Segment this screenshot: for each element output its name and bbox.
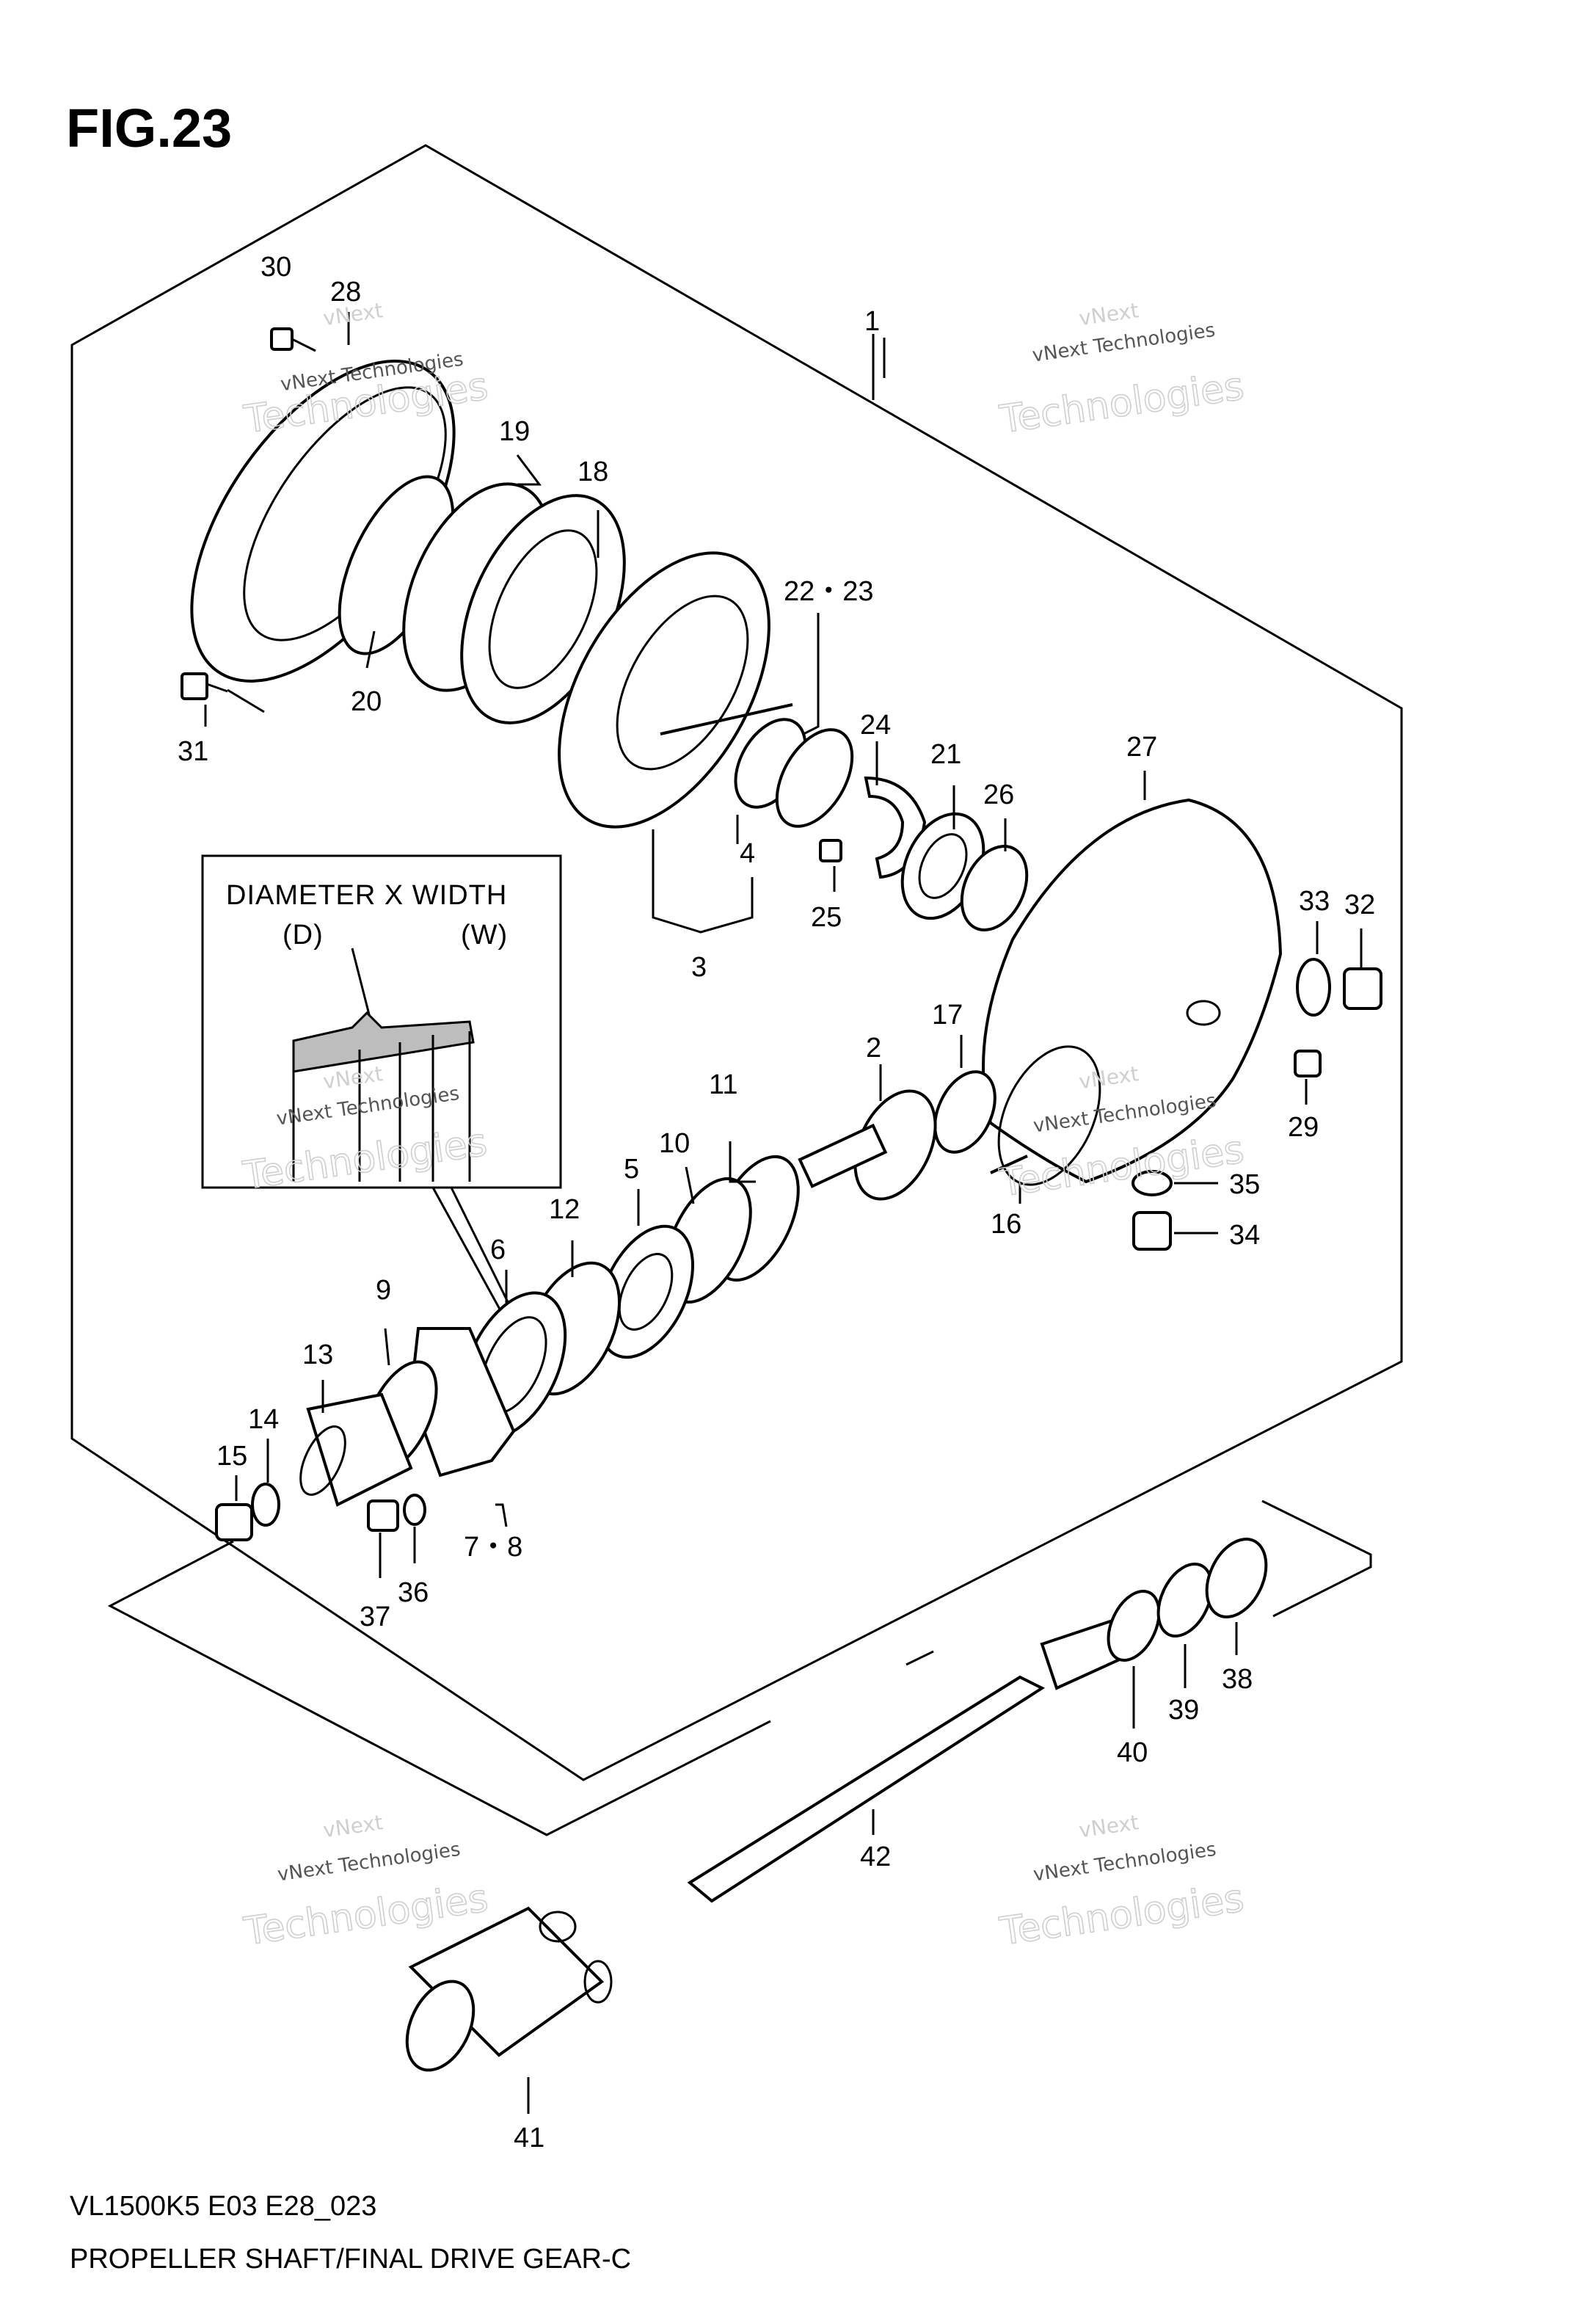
callout-19: 19 (499, 416, 530, 447)
callout-38: 38 (1222, 1664, 1253, 1695)
dimension-inset: DIAMETER X WIDTH (D) (W) (201, 854, 562, 1322)
part-13-coupling (299, 1392, 413, 1507)
part-30-bolt (270, 327, 316, 352)
figure-title: FIG.23 (66, 98, 232, 159)
callout-17: 17 (932, 1000, 963, 1030)
model-code: VL1500K5 E03 E28_023 (70, 2191, 376, 2222)
part-2-pinion-gear (798, 1089, 937, 1201)
callout-27: 27 (1126, 732, 1157, 763)
part-15-nut (215, 1503, 253, 1541)
callout-30: 30 (260, 252, 291, 283)
lower-assembly-frame (107, 1499, 1372, 1836)
part-31-bolt (181, 672, 228, 700)
svg-text:vNext: vNext (321, 1810, 385, 1842)
watermark-top-right: vNext vNext Technologies Technologies (996, 298, 1247, 443)
callout-11: 11 (709, 1069, 737, 1100)
callout-1: 1 (864, 306, 880, 337)
part-17-bearing (933, 1070, 996, 1154)
part-32-plug (1343, 967, 1382, 1010)
svg-text:vNext: vNext (1077, 1810, 1140, 1842)
leader-lines (204, 312, 1363, 2114)
callout-21: 21 (930, 739, 961, 770)
part-41-universal-joint (405, 1906, 613, 2072)
callout-6: 6 (490, 1235, 506, 1265)
part-33-washer (1296, 958, 1331, 1017)
part-36-washer (403, 1494, 426, 1526)
callout-26: 26 (983, 779, 1014, 810)
callout-33: 33 (1299, 886, 1330, 917)
part-35-washer (1132, 1170, 1173, 1196)
callout-2: 2 (866, 1033, 881, 1064)
callout-18: 18 (577, 457, 608, 487)
callout-40: 40 (1117, 1737, 1148, 1768)
callout-32: 32 (1344, 890, 1375, 920)
part-40-39-38-rings (1107, 1538, 1268, 1662)
part-26-seal (960, 845, 1029, 931)
svg-text:Technologies: Technologies (241, 1876, 491, 1954)
inset-label-d: (D) (283, 920, 324, 950)
callout-28: 28 (330, 277, 361, 308)
part-4-22-23-shims (734, 718, 854, 828)
callout-42: 42 (860, 1842, 891, 1872)
svg-text:vNext: vNext (1077, 298, 1140, 330)
callout-3: 3 (691, 952, 707, 983)
callout-13: 13 (302, 1339, 333, 1370)
callout-34: 34 (1229, 1220, 1260, 1251)
callout-35: 35 (1229, 1169, 1260, 1200)
callout-24: 24 (860, 710, 891, 741)
callout-5: 5 (624, 1154, 639, 1185)
svg-text:Technologies: Technologies (997, 364, 1247, 442)
watermark-bottom-right: vNext vNext Technologies Technologies (996, 1810, 1247, 1955)
part-34-bolt (1132, 1211, 1172, 1251)
callout-10: 10 (659, 1128, 690, 1159)
callout-31: 31 (178, 736, 208, 767)
inset-heading: DIAMETER X WIDTH (226, 880, 507, 911)
callout-41: 41 (514, 2123, 544, 2153)
svg-text:vNext Technologies: vNext Technologies (1031, 319, 1217, 367)
part-29-plug (1294, 1050, 1322, 1077)
part-42-propeller-shaft (687, 1613, 1140, 1903)
callout-25: 25 (811, 902, 842, 933)
callouts: 1 2 3 4 5 6 7・8 9 10 11 12 13 14 15 16 1… (178, 252, 1375, 2153)
part-25-bolt (819, 839, 842, 862)
callout-29: 29 (1288, 1112, 1319, 1143)
figure-caption: PROPELLER SHAFT/FINAL DRIVE GEAR-C (70, 2244, 631, 2275)
callout-9: 9 (376, 1275, 391, 1306)
callout-12: 12 (549, 1194, 580, 1225)
callout-22-23: 22・23 (784, 576, 874, 607)
callout-16: 16 (991, 1209, 1021, 1240)
callout-15: 15 (216, 1441, 247, 1472)
callout-39: 39 (1168, 1695, 1199, 1726)
part-3-ring-gear (558, 551, 793, 829)
watermark-bottom-left: vNext vNext Technologies Technologies (241, 1810, 492, 1955)
part-14-washer (251, 1483, 280, 1527)
callout-20: 20 (351, 686, 382, 717)
inset-label-w: (W) (461, 920, 508, 950)
part-37-nut (367, 1499, 399, 1532)
upper-assembly-frame (70, 144, 1403, 1781)
callout-4: 4 (740, 838, 755, 869)
callout-14: 14 (248, 1404, 279, 1435)
svg-text:vNext Technologies: vNext Technologies (1032, 1839, 1217, 1886)
callout-37: 37 (360, 1602, 390, 1632)
svg-text:vNext Technologies: vNext Technologies (276, 1839, 462, 1886)
svg-text:Technologies: Technologies (997, 1876, 1247, 1954)
callout-7-8: 7・8 (464, 1532, 522, 1563)
callout-36: 36 (398, 1577, 429, 1608)
part-16-stud (990, 1155, 1028, 1174)
